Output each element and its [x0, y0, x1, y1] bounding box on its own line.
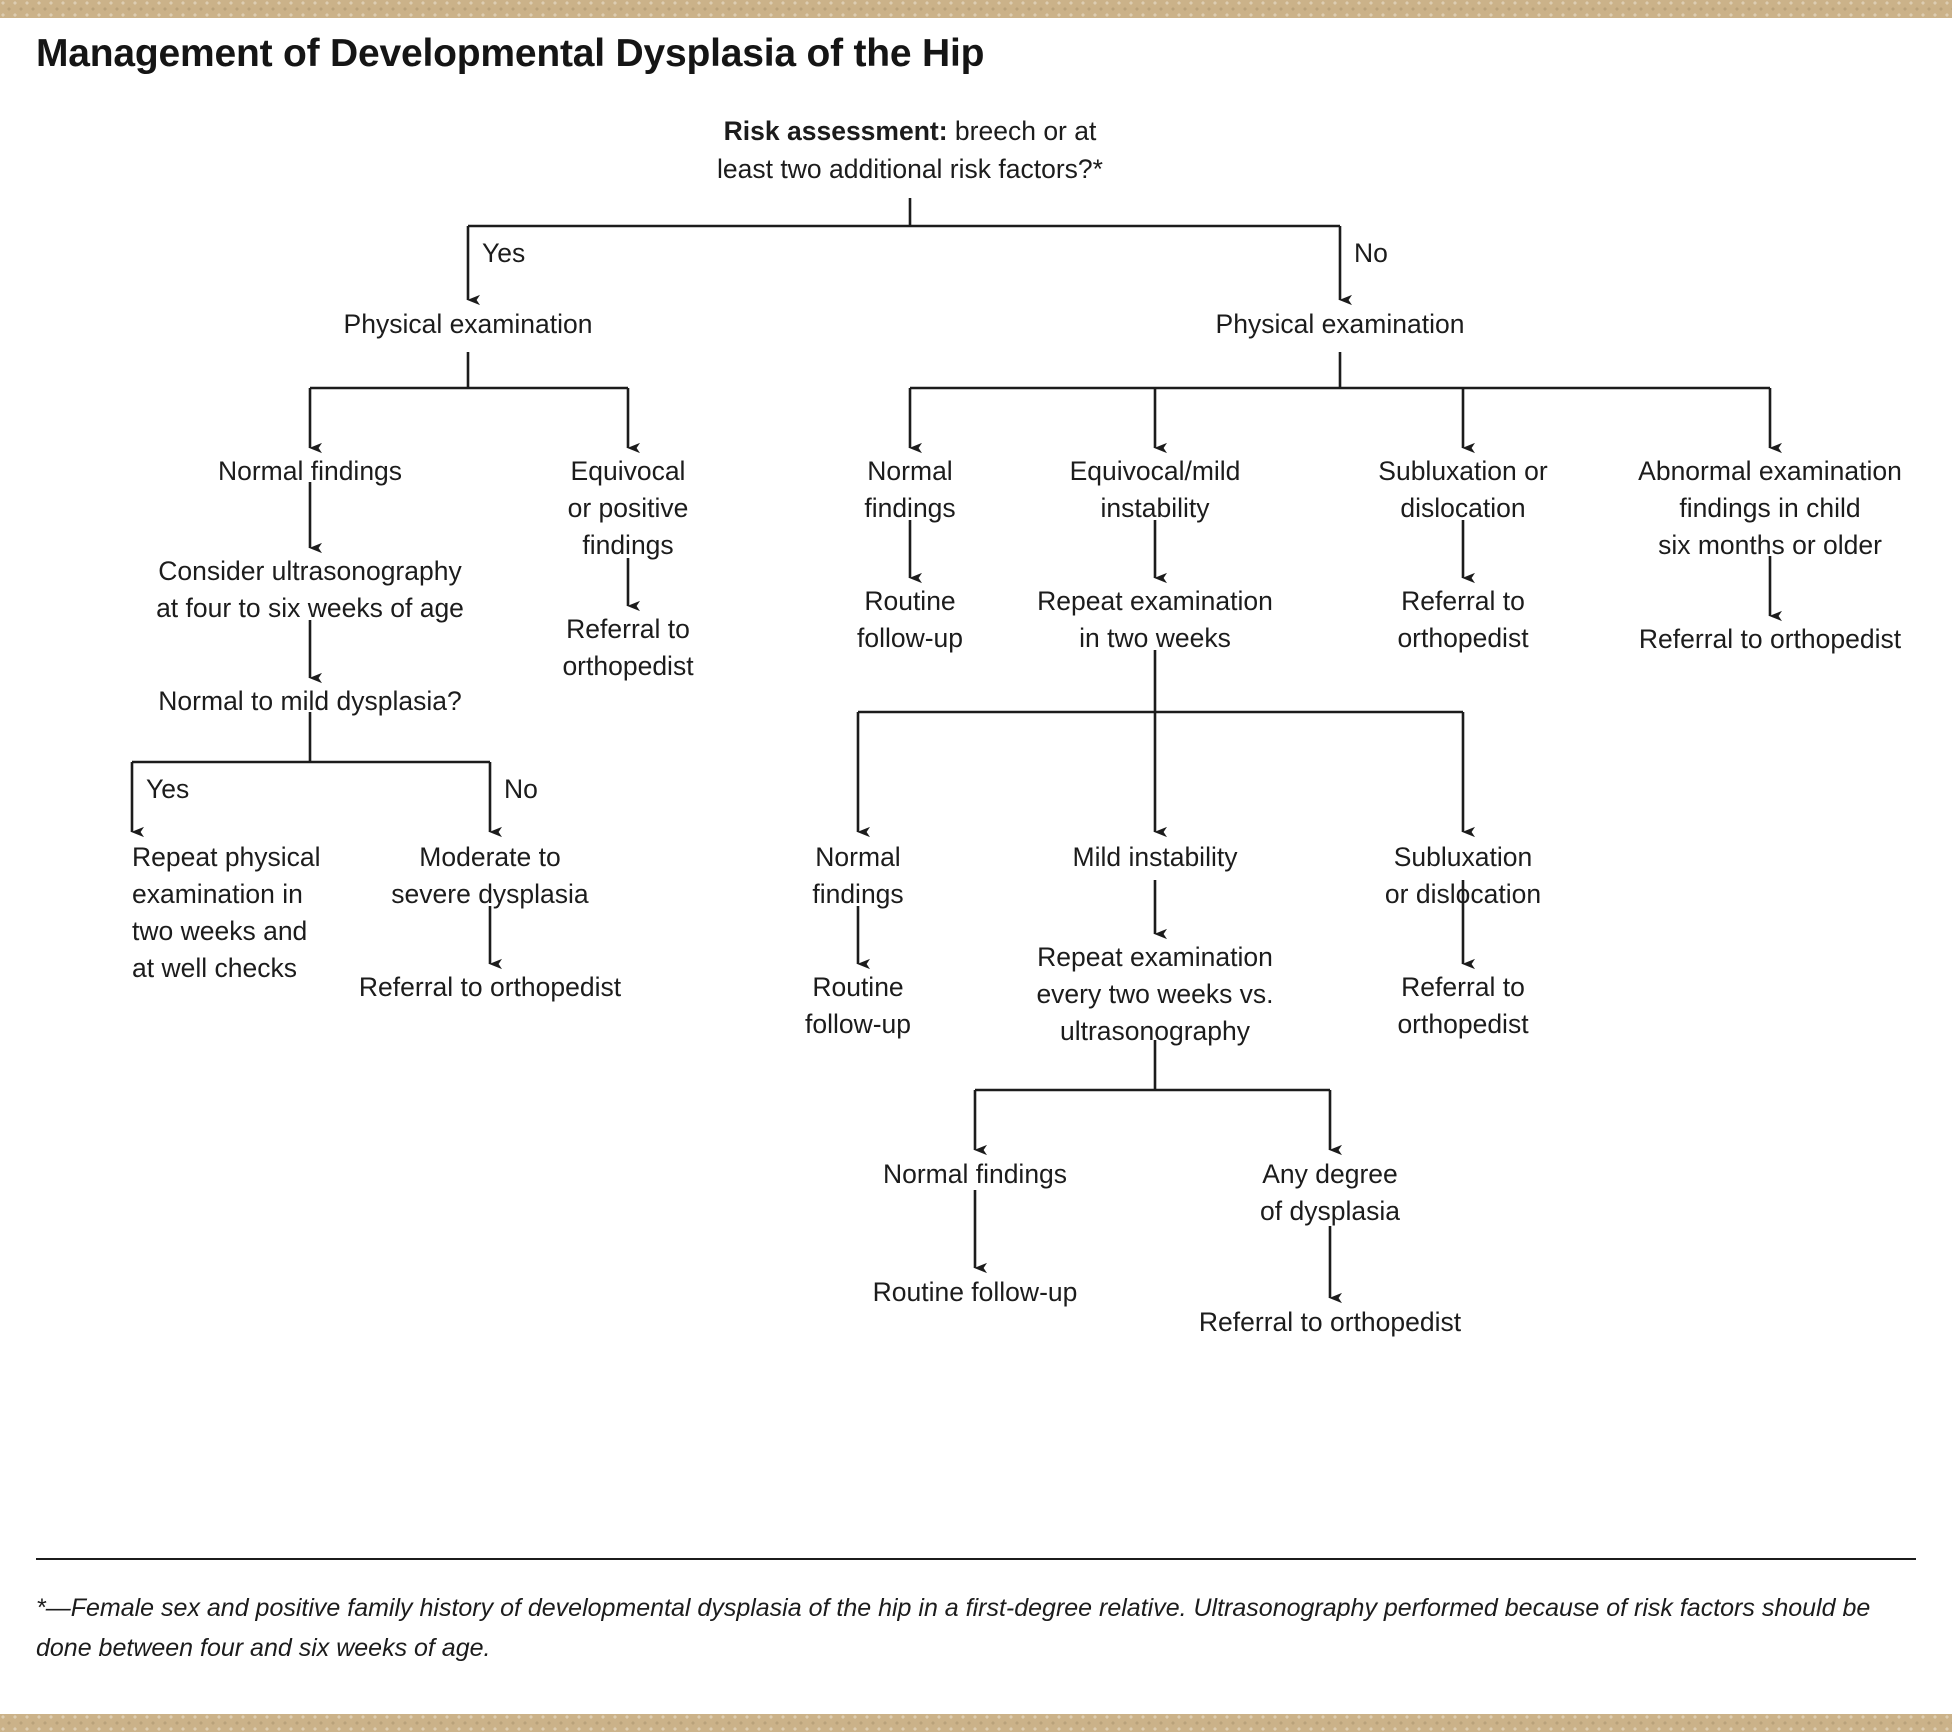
node-consider-ultrasonography: Consider ultrasonography at four to six … [156, 556, 464, 623]
flowchart-connectors [130, 198, 1783, 1304]
node-physical-examination-yes: Physical examination [343, 309, 593, 339]
bottom-decorative-band [0, 1714, 1952, 1732]
risk-assessment-bold-label: Risk assessment: [723, 116, 948, 146]
node-normal-to-mild-dysplasia-question: Normal to mild dysplasia? [158, 686, 462, 716]
node-equivocal-or-positive-findings: Equivocal or positive findings [567, 456, 689, 560]
node-normal-findings-repeat: Normal findings [812, 842, 904, 909]
node-subluxation-or-dislocation: Subluxation or dislocation [1378, 456, 1548, 523]
footnote-text: *—Female sex and positive family history… [36, 1594, 1871, 1662]
node-normal-findings-left: Normal findings [217, 456, 403, 486]
node-routine-follow-up-normal: Routine follow-up [856, 586, 964, 653]
edge-label-no-mild-dysplasia: No [504, 774, 538, 804]
node-referral-to-orthopedist-final: Referral to orthopedist [1198, 1307, 1462, 1337]
edge-label-yes-root: Yes [482, 238, 526, 268]
node-normal-findings-final: Normal findings [882, 1159, 1068, 1189]
node-risk-assessment: Risk assessment: breech or at least two … [630, 112, 1190, 188]
page-title: Management of Developmental Dysplasia of… [36, 32, 985, 75]
node-mild-instability: Mild instability [1072, 842, 1238, 872]
node-subluxation-or-dislocation-repeat: Subluxation or dislocation [1384, 842, 1542, 909]
node-abnormal-examination-findings: Abnormal examination findings in child s… [1638, 456, 1902, 560]
node-referral-to-orthopedist-abnormal: Referral to orthopedist [1638, 624, 1902, 654]
node-moderate-to-severe-dysplasia: Moderate to severe dysplasia [391, 842, 589, 909]
node-referral-to-orthopedist-equivocal: Referral to orthopedist [562, 614, 694, 681]
node-physical-examination-no: Physical examination [1215, 309, 1465, 339]
node-normal-findings-right: Normal findings [864, 456, 956, 523]
node-referral-to-orthopedist-repeat: Referral to orthopedist [1397, 972, 1529, 1039]
top-decorative-band [0, 0, 1952, 18]
node-repeat-physical-examination: Repeat physical examination in two weeks… [132, 842, 321, 983]
node-referral-to-orthopedist-subluxation: Referral to orthopedist [1397, 586, 1529, 653]
node-referral-to-orthopedist-moderate: Referral to orthopedist [358, 972, 622, 1002]
node-routine-follow-up-final: Routine follow-up [872, 1277, 1078, 1307]
node-repeat-examination-two-weeks: Repeat examination in two weeks [1037, 586, 1273, 653]
node-equivocal-mild-instability: Equivocal/mild instability [1069, 456, 1241, 523]
node-repeat-examination-vs-ultrasonography: Repeat examination every two weeks vs. u… [1036, 942, 1274, 1046]
edge-label-no-root: No [1354, 238, 1388, 268]
flowchart: Risk assessment: breech or at least two … [0, 90, 1952, 1550]
node-any-degree-of-dysplasia: Any degree of dysplasia [1260, 1159, 1400, 1226]
footnote-divider [36, 1558, 1916, 1560]
edge-label-yes-mild-dysplasia: Yes [146, 774, 190, 804]
node-routine-follow-up-repeat: Routine follow-up [804, 972, 912, 1039]
risk-assessment-rest-label: breech or at least two additional risk f… [717, 116, 1103, 184]
